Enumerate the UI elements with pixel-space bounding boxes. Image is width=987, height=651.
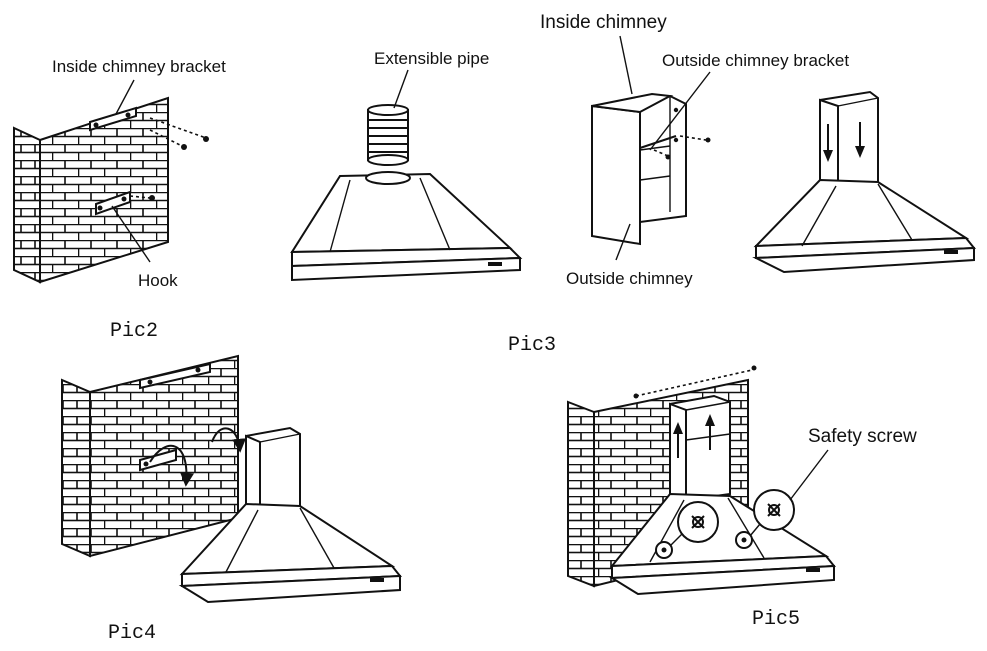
label-outside-chimney: Outside chimney <box>566 269 693 288</box>
pic2-wall-bracket-figure: Inside chimney bracket Hook Pic2 <box>13 57 226 343</box>
safety-screw-detail-right <box>735 489 795 549</box>
label-inside-chimney: Inside chimney <box>540 12 667 33</box>
pic3-hood-with-chimney <box>752 90 977 274</box>
pic4-mounting-figure: Pic4 <box>61 354 403 645</box>
label-safety-screw: Safety screw <box>808 426 917 447</box>
label-hook: Hook <box>138 271 178 290</box>
outside-chimney-part <box>591 104 641 246</box>
hook-part <box>95 190 131 216</box>
label-inside-chimney-bracket: Inside chimney bracket <box>52 57 226 76</box>
caption-pic5: Pic5 <box>752 608 800 631</box>
pic3-hood-with-pipe: Extensible pipe <box>290 49 523 282</box>
hood-body <box>290 172 513 254</box>
pic5-safety-screw-figure: Safety screw Pic5 <box>567 365 917 631</box>
safety-screw-detail-left <box>655 501 719 559</box>
caption-pic3: Pic3 <box>508 334 556 357</box>
label-outside-chimney-bracket: Outside chimney bracket <box>662 51 849 70</box>
pic3-chimney-parts: Inside chimney Outside chimney bracket O… <box>508 12 849 357</box>
pic2-wall-side <box>13 126 41 284</box>
label-extensible-pipe: Extensible pipe <box>374 49 489 68</box>
extensible-pipe-part <box>367 104 409 166</box>
caption-pic4: Pic4 <box>108 622 156 645</box>
inside-chimney-bracket-part <box>89 106 137 132</box>
caption-pic2: Pic2 <box>110 320 158 343</box>
